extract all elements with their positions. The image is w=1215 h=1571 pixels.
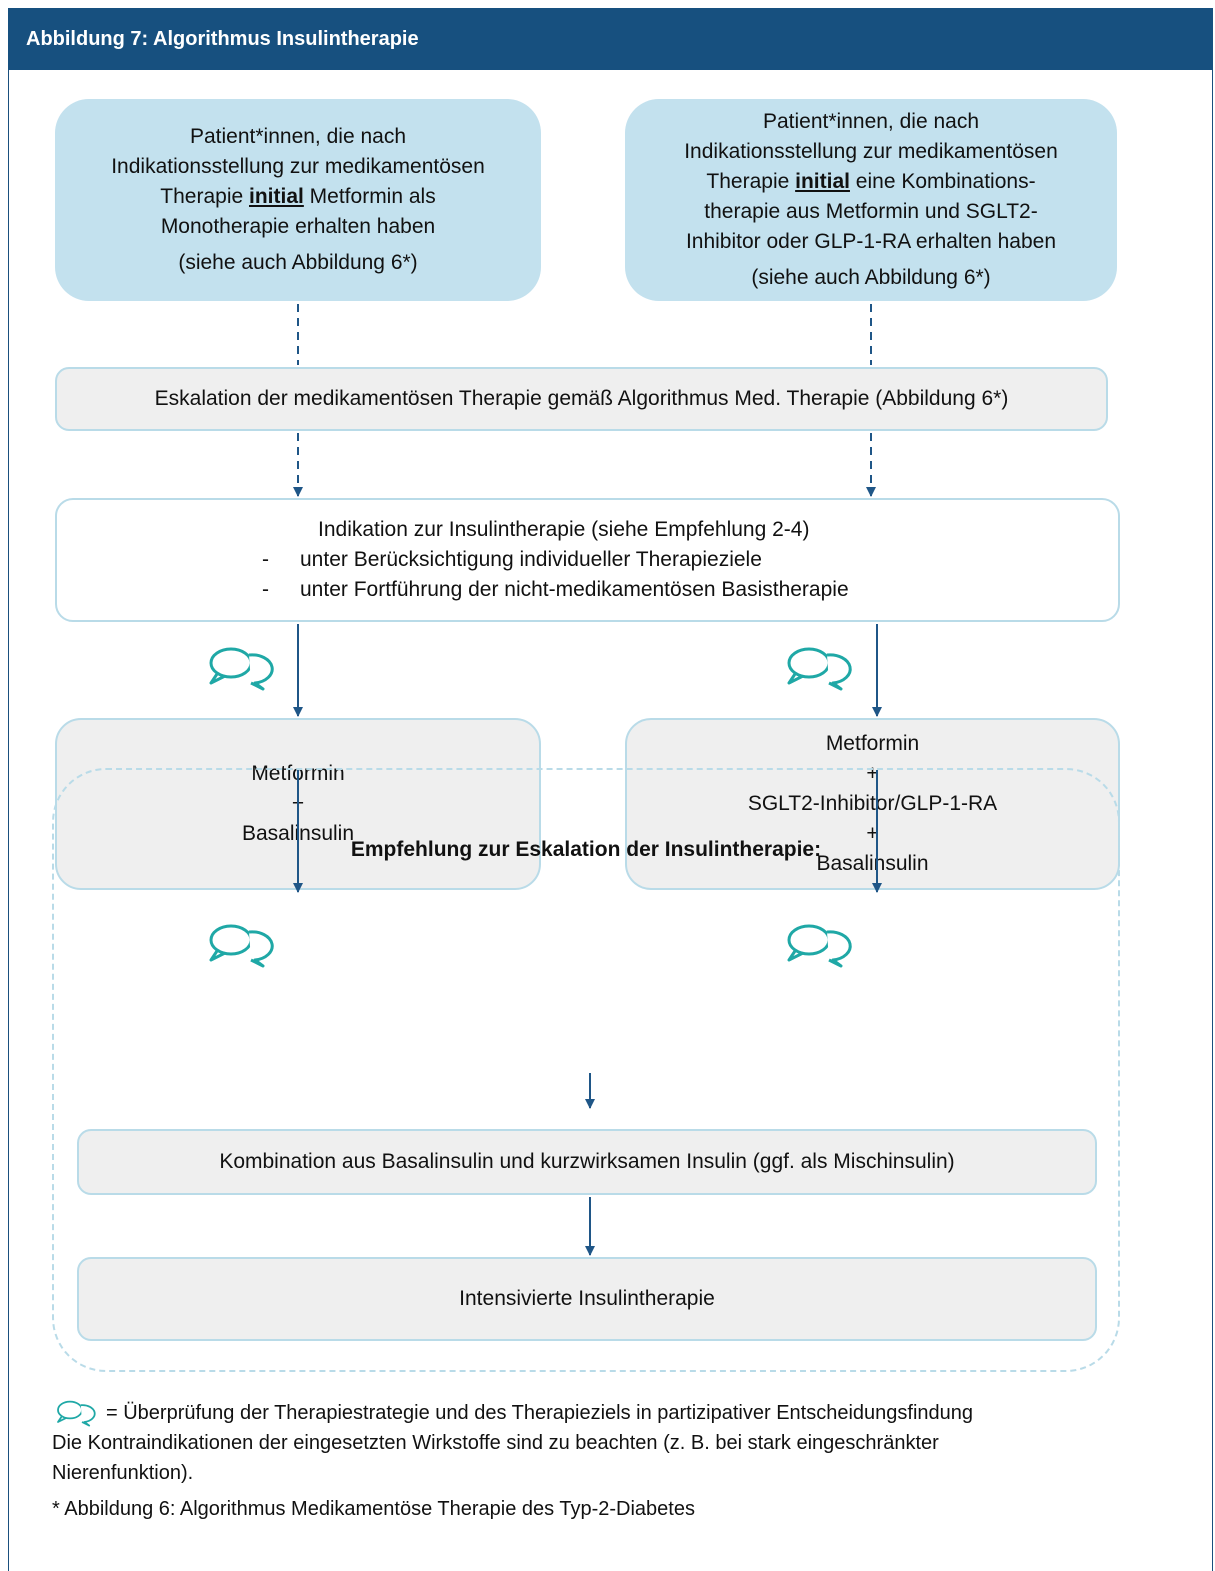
start-left-line4: Monotherapie erhalten haben [160, 215, 436, 238]
start-left-line3-post: Metformin als [303, 185, 436, 208]
indication-box: Indikation zur Insulintherapie (siehe Em… [55, 498, 1120, 622]
combination-insulin-text: Kombination aus Basalinsulin und kurzwir… [219, 1150, 955, 1173]
start-right-line1: Patient*innen, die nach [763, 110, 979, 133]
speech-bubbles-icon [57, 1400, 96, 1427]
therapy-right-line4: + [866, 822, 879, 845]
indication-title: Indikation zur Insulintherapie (siehe Em… [318, 518, 810, 541]
insulin-escalation-region [52, 768, 1120, 1372]
escalation-box: Eskalation der medikamentösen Therapie g… [55, 367, 1108, 431]
initial-emphasis: initial [795, 170, 850, 193]
legend-symbol-row: = Überprüfung der Therapiestrategie und … [52, 1398, 973, 1428]
start-left-line5: (siehe auch Abbildung 6*) [178, 251, 418, 274]
indication-item-2-text: unter Fortführung der nicht-medikamentös… [300, 578, 849, 601]
escalation-text: Eskalation der medikamentösen Therapie g… [154, 387, 1009, 410]
start-right-line4: therapie aus Metformin und SGLT2- [704, 200, 1038, 223]
start-right-line6: (siehe auch Abbildung 6*) [751, 266, 991, 289]
legend-contraindication-line1: Die Kontraindikationen der eingesetzten … [52, 1432, 939, 1454]
speech-bubbles-icon [209, 647, 274, 691]
start-left-line2: Indikationsstellung zur medikamentösen [111, 155, 485, 178]
legend-footnote: * Abbildung 6: Algorithmus Medikamentöse… [52, 1498, 695, 1520]
speech-bubbles-icon [787, 924, 852, 968]
legend: = Überprüfung der Therapiestrategie und … [52, 1398, 973, 1524]
therapy-right-line3: SGLT2-Inhibitor/GLP-1-RA [747, 792, 998, 815]
start-right-line3-pre: Therapie [706, 170, 796, 193]
indication-item-1: - unter Berücksichtigung individueller T… [262, 545, 762, 575]
start-right-line5: Inhibitor oder GLP-1-RA erhalten haben [685, 230, 1057, 253]
initial-emphasis: initial [249, 185, 304, 208]
figure-title: Abbildung 7: Algorithmus Insulintherapie [8, 8, 1213, 70]
start-left-line1: Patient*innen, die nach [190, 125, 406, 148]
therapy-box-metformin-sglt2-basal: Metformin + SGLT2-Inhibitor/GLP-1-RA + B… [625, 718, 1120, 890]
indication-item-1-text: unter Berücksichtigung individueller The… [300, 548, 762, 571]
indication-item-1-dash: - [262, 548, 269, 571]
therapy-right-line5: Basalinsulin [816, 852, 929, 875]
start-box-metformin-mono: Patient*innen, die nach Indikationsstell… [55, 99, 541, 301]
legend-symbol-text: = Überprüfung der Therapiestrategie und … [106, 1402, 974, 1424]
indication-item-2-dash: - [262, 578, 269, 601]
indication-item-2: - unter Fortführung der nicht-medikament… [262, 575, 849, 605]
start-right-line2: Indikationsstellung zur medikamentösen [684, 140, 1058, 163]
combination-insulin-box: Kombination aus Basalinsulin und kurzwir… [77, 1129, 1097, 1195]
intensified-insulin-box: Intensivierte Insulintherapie [77, 1257, 1097, 1341]
legend-contraindication-line2: Nierenfunktion). [52, 1462, 194, 1484]
intensified-insulin-text: Intensivierte Insulintherapie [459, 1287, 715, 1310]
start-right-line3-post: eine Kombinations- [849, 170, 1036, 193]
start-right-line3: Therapie initial eine Kombinations- [706, 167, 1035, 197]
start-box-combination: Patient*innen, die nach Indikationsstell… [625, 99, 1117, 301]
start-left-line3-pre: Therapie [160, 185, 249, 208]
therapy-right-line2: + [866, 762, 879, 785]
speech-bubbles-icon [209, 924, 274, 968]
start-left-line3: Therapie initial Metformin als [160, 182, 435, 212]
insulin-escalation-heading: Empfehlung zur Eskalation der Insulinthe… [350, 838, 822, 861]
therapy-right-line1: Metformin [825, 732, 920, 755]
speech-bubbles-icon [787, 647, 852, 691]
